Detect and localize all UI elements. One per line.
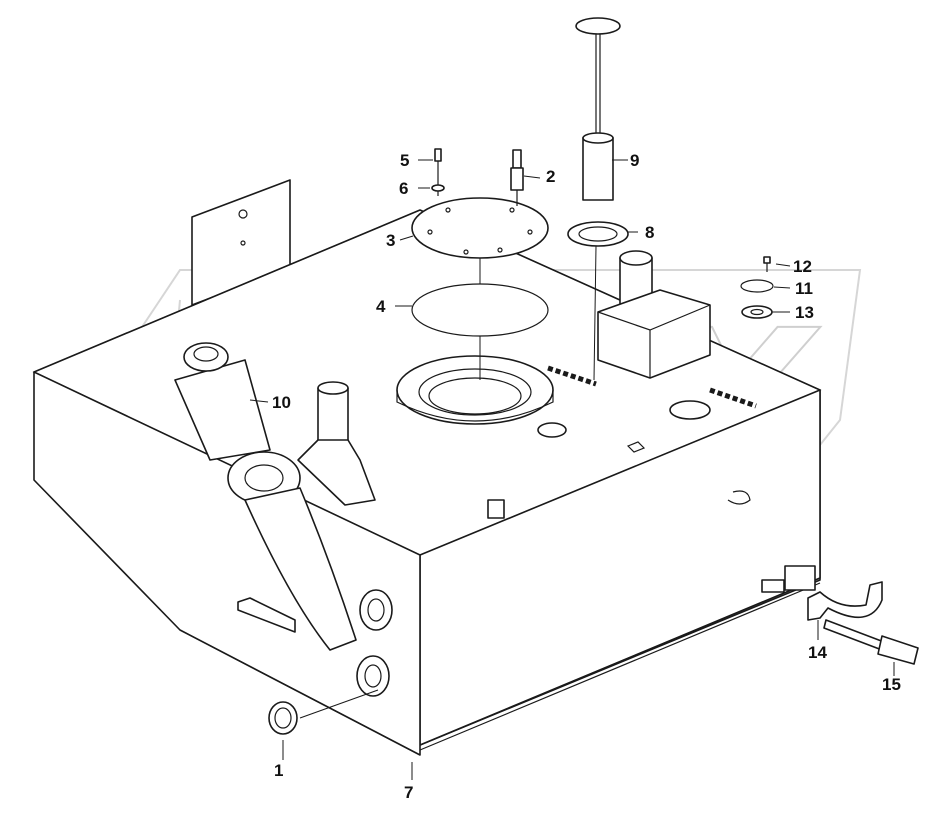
callout-11: 11 <box>795 279 813 298</box>
leader-lines <box>249 159 895 780</box>
mount-pad <box>669 400 711 420</box>
callout-10: 10 <box>272 393 291 412</box>
cover-plate <box>411 197 549 259</box>
callout-14: 14 <box>808 643 827 662</box>
callout-7: 7 <box>404 783 413 802</box>
callout-3: 3 <box>386 231 395 250</box>
drain-boss <box>487 499 505 519</box>
seal-ring <box>567 221 629 247</box>
bolt <box>823 619 919 665</box>
callout-1: 1 <box>274 761 283 780</box>
dipstick <box>575 17 621 201</box>
breather-housing <box>597 250 711 379</box>
grommets <box>356 589 393 697</box>
hidden-edge-marker <box>709 387 757 409</box>
filler-neck <box>174 342 357 651</box>
callout-6: 6 <box>399 179 408 198</box>
inspection-flange <box>396 355 554 425</box>
callout-15: 15 <box>882 675 901 694</box>
clamp-bracket <box>807 581 883 621</box>
callout-8: 8 <box>645 223 654 242</box>
drain-valve <box>761 565 816 593</box>
screw-and-washer <box>431 148 445 196</box>
callout-2: 2 <box>546 167 555 186</box>
fitting-mark <box>626 441 646 453</box>
callout-13: 13 <box>795 303 814 322</box>
callout-12: 12 <box>793 257 812 276</box>
callout-labels: 1 2 3 4 5 6 7 8 9 10 11 12 13 14 15 <box>272 151 901 802</box>
standpipe-left <box>297 381 376 506</box>
callout-5: 5 <box>400 151 409 170</box>
hook <box>727 490 751 505</box>
plug <box>268 701 298 735</box>
hidden-edge-marker <box>547 365 597 387</box>
callout-4: 4 <box>376 297 386 316</box>
callout-9: 9 <box>630 151 639 170</box>
tank-handle <box>237 597 296 633</box>
sender-unit <box>510 149 524 206</box>
port-boss <box>537 422 567 438</box>
